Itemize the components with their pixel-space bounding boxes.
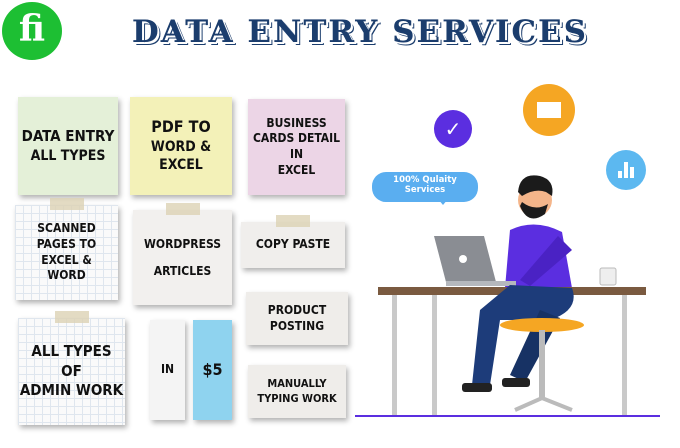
chair-base: [514, 395, 573, 412]
floor-line: [355, 415, 660, 417]
desk-leg: [392, 295, 397, 415]
note-text: PAGES TO: [36, 236, 97, 251]
note-text: EXCEL: [159, 157, 203, 174]
note-text: DATA ENTRY: [21, 127, 115, 146]
laptop-logo: [459, 255, 467, 263]
note-text: WORDPRESS: [144, 237, 221, 252]
mug: [599, 267, 617, 286]
note-scanned: SCANNED PAGES TO EXCEL & WORD: [15, 198, 118, 300]
bubble-text: 100% Qulaity: [393, 175, 457, 185]
note-wordpress: WORDPRESS ARTICLES: [133, 203, 232, 305]
note-text: WORD &: [150, 139, 212, 156]
jeans: [472, 285, 574, 385]
note-text: TYPING WORK: [257, 391, 337, 405]
note-pdf: PDF TO WORD & EXCEL: [130, 97, 232, 195]
arm: [520, 236, 572, 286]
person-at-desk-illustration: [355, 175, 660, 417]
note-text: IN: [160, 362, 175, 377]
check-icon: ✓: [434, 110, 472, 148]
quality-bubble: 100% Qulaity Services: [372, 172, 478, 205]
note-text: ALL TYPES: [31, 342, 112, 361]
fiverr-logo: fi: [2, 2, 62, 60]
shoe: [462, 383, 492, 392]
chair-post: [539, 330, 545, 400]
note-text: EXCEL: [277, 162, 316, 177]
tape: [49, 198, 84, 210]
note-business-cards: BUSINESS CARDS DETAIL IN EXCEL: [248, 99, 345, 195]
note-price: $5: [193, 320, 232, 420]
desk-leg: [622, 295, 627, 415]
note-text: COPY PASTE: [255, 237, 331, 252]
mail-icon: [523, 84, 575, 136]
note-copy-paste: COPY PASTE: [241, 215, 345, 268]
note-text: BUSINESS: [266, 115, 327, 130]
note-text: MANUALLY: [267, 377, 327, 391]
desk-leg: [432, 295, 437, 415]
note-text: EXCEL &: [41, 252, 92, 267]
page-title: DATA ENTRY SERVICES: [131, 14, 589, 50]
note-text: CARDS DETAIL: [252, 131, 341, 146]
bubble-text: Services: [404, 185, 446, 196]
tape: [276, 215, 310, 227]
note-text: ALL TYPES: [30, 147, 106, 164]
note-text: ADMIN WORK: [19, 381, 124, 400]
note-text: $5: [202, 359, 223, 379]
chair-seat: [500, 318, 584, 332]
note-text: POSTING: [269, 318, 325, 333]
note-manual-typing: MANUALLY TYPING WORK: [248, 365, 346, 418]
note-text: PDF TO: [151, 117, 211, 137]
note-data-entry: DATA ENTRY ALL TYPES: [18, 97, 118, 195]
tape: [54, 311, 89, 323]
note-text: SCANNED: [37, 221, 96, 236]
note-in: IN: [150, 320, 185, 420]
note-text: PRODUCT: [267, 302, 327, 317]
shoe: [502, 378, 530, 387]
note-text: OF: [61, 361, 82, 380]
laptop-base: [446, 281, 516, 286]
note-product-posting: PRODUCT POSTING: [246, 292, 348, 345]
note-text: WORD: [47, 268, 86, 283]
note-admin-work: ALL TYPES OF ADMIN WORK: [18, 311, 125, 425]
chart-icon: [606, 150, 646, 190]
hair: [518, 175, 553, 196]
note-text: IN: [289, 147, 304, 161]
beard: [520, 202, 548, 219]
tape: [165, 203, 200, 215]
note-text: ARTICLES: [153, 263, 212, 278]
